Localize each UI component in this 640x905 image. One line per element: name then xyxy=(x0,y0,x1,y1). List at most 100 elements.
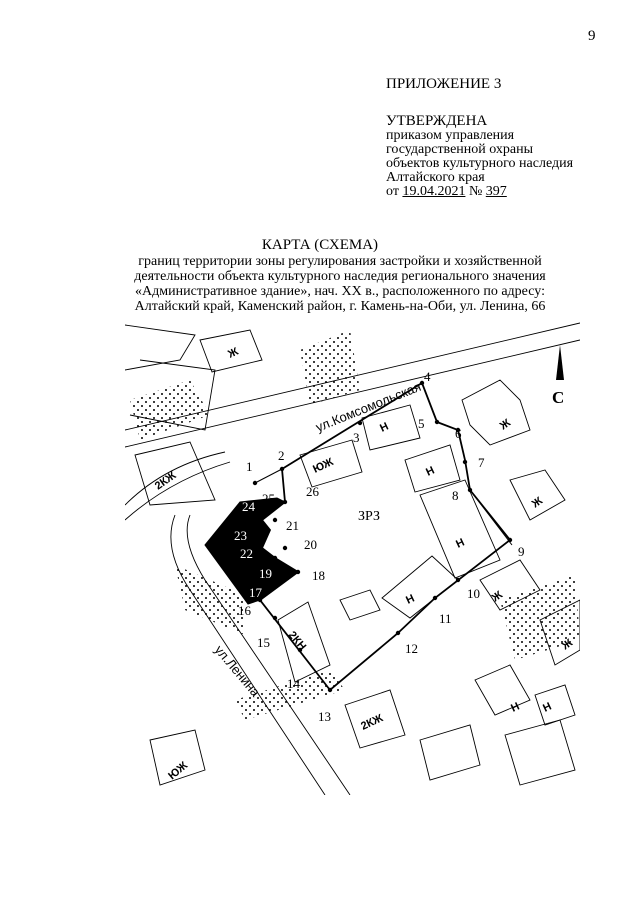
lot-outline xyxy=(344,689,406,749)
boundary-vertex xyxy=(279,466,285,472)
point-label: 8 xyxy=(452,488,459,503)
north-label: С xyxy=(552,388,564,407)
building-label: Н xyxy=(541,700,553,714)
boundary-vertex xyxy=(252,480,258,486)
lot-outline xyxy=(539,599,580,666)
boundary-vertex xyxy=(434,419,440,425)
point-label: 12 xyxy=(405,641,418,656)
building-label: Н xyxy=(378,420,390,434)
street-edge xyxy=(125,461,231,521)
north-arrow-icon xyxy=(556,345,564,380)
boundary-vertex xyxy=(419,380,425,386)
point-label: 10 xyxy=(467,586,480,601)
order-date: 19.04.2021 xyxy=(402,184,466,199)
greenery xyxy=(175,565,245,635)
date-prefix: от xyxy=(386,184,403,199)
order-number: 397 xyxy=(485,184,507,199)
point-label: 19 xyxy=(259,566,272,581)
lot-outline xyxy=(129,359,216,431)
boundary-vertex xyxy=(272,555,278,561)
point-label: 4 xyxy=(424,369,431,384)
lot-outline xyxy=(479,559,541,611)
order-date-line: от 19.04.2021 № 397 xyxy=(386,185,507,199)
order-line: приказом управления xyxy=(386,128,515,143)
lot-outline xyxy=(149,729,206,786)
boundary-vertex xyxy=(455,577,461,583)
boundary-vertex xyxy=(257,597,263,603)
boundary-vertex xyxy=(357,420,363,426)
appendix-label: ПРИЛОЖЕНИЕ 3 xyxy=(386,76,502,92)
zone-boundary xyxy=(258,381,512,692)
lot-outline xyxy=(509,469,566,521)
point-label: 1 xyxy=(246,459,253,474)
building-label: ЮЖ xyxy=(311,456,335,476)
boundary-vertex xyxy=(272,615,278,621)
lot-outline xyxy=(419,724,481,781)
point-label: 2 xyxy=(278,448,285,463)
lot-outline xyxy=(277,601,331,683)
point-label: 11 xyxy=(439,611,452,626)
approved-label: УТВЕРЖДЕНА xyxy=(386,113,488,129)
point-label: 23 xyxy=(234,528,247,543)
point-label: 9 xyxy=(518,544,525,559)
building-label: Ж xyxy=(497,417,513,433)
point-label: 14 xyxy=(287,676,301,691)
boundary-vertex xyxy=(295,569,301,575)
point-label: 13 xyxy=(318,709,331,724)
lot-outline xyxy=(299,439,363,488)
order-line: Алтайского края xyxy=(386,170,485,185)
greenery xyxy=(130,380,210,440)
boundary-vertex xyxy=(327,687,333,693)
point-label: 3 xyxy=(353,430,360,445)
boundary-vertex xyxy=(272,517,278,523)
lot-outline xyxy=(419,479,501,579)
street-edge xyxy=(125,451,226,506)
order-line: государственной охраны xyxy=(386,142,534,157)
building-label: Н xyxy=(424,464,436,478)
description-line: Алтайский край, Каменский район, г. Каме… xyxy=(134,299,546,314)
lot-outline xyxy=(381,555,459,619)
zone-boundary xyxy=(469,489,513,546)
point-label: 24 xyxy=(242,499,256,514)
boundary-vertex xyxy=(297,647,303,653)
point-label: 6 xyxy=(455,426,462,441)
point-label: 26 xyxy=(306,484,320,499)
building-label: Н xyxy=(454,536,466,550)
lot-outline xyxy=(361,404,421,451)
lot-outline xyxy=(199,329,263,373)
boundary-vertex xyxy=(507,537,513,543)
greenery xyxy=(235,670,345,720)
zone-boundary xyxy=(254,468,283,484)
point-label: 22 xyxy=(240,546,253,561)
lot-outline xyxy=(339,589,381,621)
building-label: Н xyxy=(509,700,521,714)
number-sign: № xyxy=(465,184,486,199)
building-label: Ж xyxy=(225,346,240,362)
map-title: КАРТА (СХЕМА) xyxy=(261,237,379,253)
lot-outline xyxy=(504,719,576,786)
lot-outline xyxy=(404,444,461,493)
boundary-vertex xyxy=(467,487,473,493)
description-line: деятельности объекта культурного наследи… xyxy=(134,269,546,284)
description-line: «Административное здание», нач. XX в., р… xyxy=(135,284,545,299)
point-label: 25 xyxy=(262,491,275,506)
point-label: 17 xyxy=(249,585,263,600)
boundary-vertex xyxy=(455,427,461,433)
point-label: 5 xyxy=(418,416,425,431)
point-label: 18 xyxy=(312,568,325,583)
greenery xyxy=(300,330,360,405)
boundary-vertex xyxy=(395,630,401,636)
point-label: 20 xyxy=(304,537,317,552)
lot-outline xyxy=(534,684,576,726)
lot-outline xyxy=(134,441,216,506)
building-label: Н xyxy=(404,592,416,606)
building-label: 2КН xyxy=(286,629,309,653)
street-label-lenina: ул.Ленина xyxy=(212,642,264,700)
boundary-vertex xyxy=(282,499,288,505)
zone-label: ЗРЗ xyxy=(358,509,380,524)
order-line: объектов культурного наследия xyxy=(386,156,574,171)
point-label: 21 xyxy=(286,518,299,533)
point-label: 16 xyxy=(238,603,252,618)
greenery xyxy=(500,575,580,660)
